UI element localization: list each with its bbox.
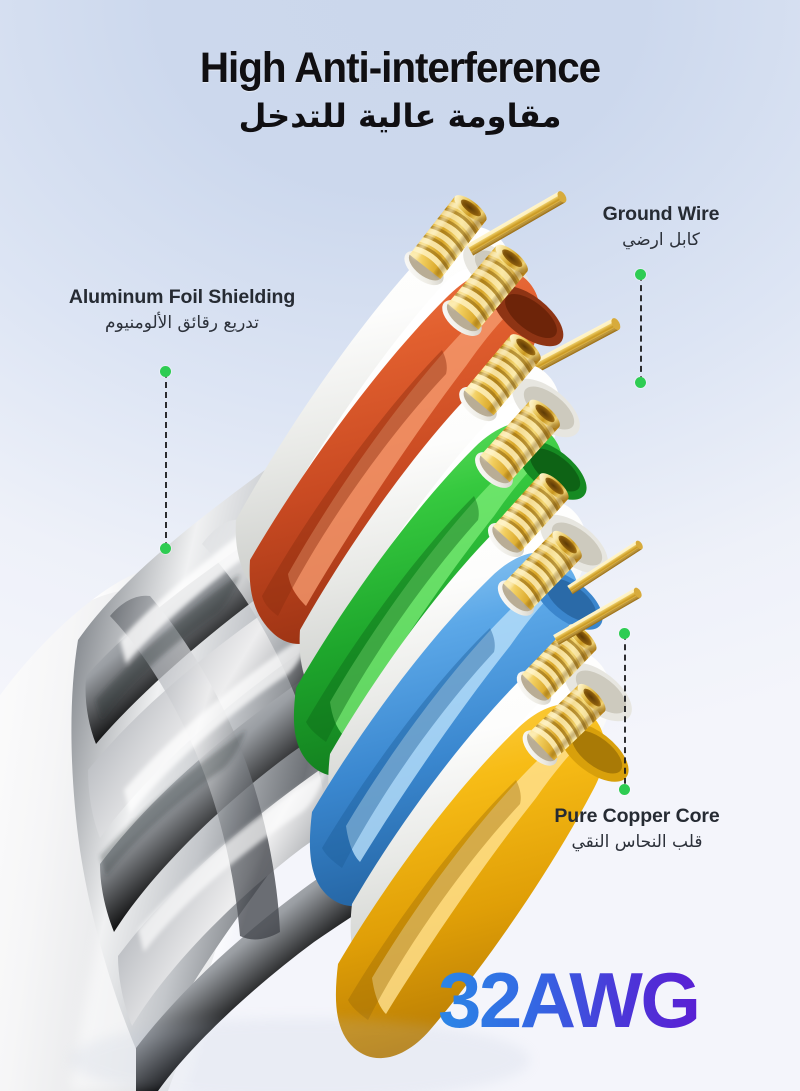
callout-label-arabic: تدريع رقائق الألومنيوم — [105, 313, 259, 333]
callout-ground-wire: Ground Wire كابل ارضي — [548, 203, 774, 250]
callout-label-arabic: قلب النحاس النقي — [571, 832, 703, 852]
marker-dot-copper-core-top — [619, 628, 630, 639]
leader-line-ground-wire — [640, 275, 642, 382]
title-english: High Anti-interference — [199, 44, 601, 92]
leader-line-aluminum-foil — [165, 372, 167, 548]
marker-dot-aluminum-foil-bottom — [160, 543, 171, 554]
callout-label-arabic: كابل ارضي — [622, 230, 700, 250]
callout-label-english: Pure Copper Core — [554, 805, 720, 827]
callout-aluminum-foil-shielding: Aluminum Foil Shielding تدريع رقائق الأل… — [22, 286, 342, 333]
title-arabic: مقاومة عالية للتدخل — [238, 96, 562, 135]
page-title: High Anti-interference مقاومة عالية للتد… — [0, 46, 800, 135]
marker-dot-ground-wire-top — [635, 269, 646, 280]
callout-label-english: Ground Wire — [602, 203, 720, 225]
marker-dot-copper-core-bottom — [619, 784, 630, 795]
marker-dot-aluminum-foil-top — [160, 366, 171, 377]
awg-badge: 32AWG — [438, 956, 701, 1044]
leader-line-pure-copper-core — [624, 634, 626, 784]
callout-pure-copper-core: Pure Copper Core قلب النحاس النقي — [494, 805, 780, 852]
callout-label-english: Aluminum Foil Shielding — [68, 286, 296, 308]
marker-dot-ground-wire-bottom — [635, 377, 646, 388]
